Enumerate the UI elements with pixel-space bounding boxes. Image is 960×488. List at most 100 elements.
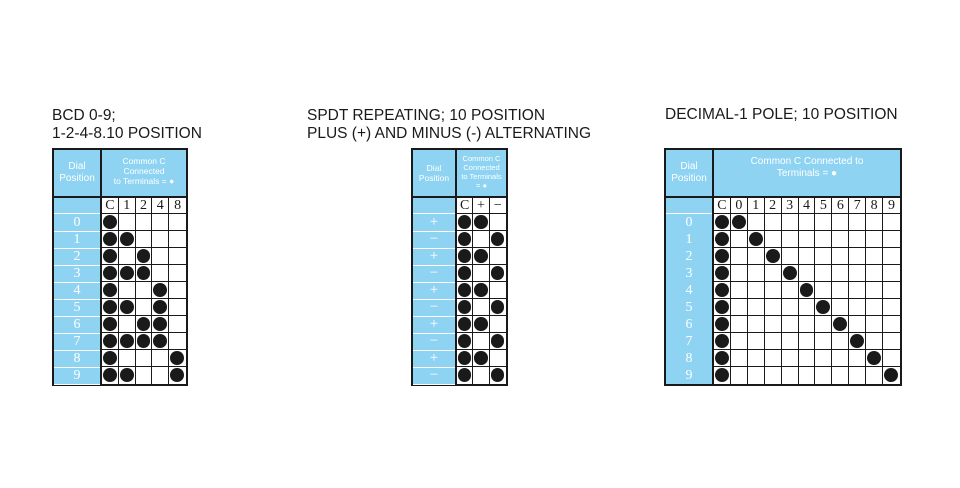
bcd-title-line-2: 1-2-4-8.10 POSITION	[52, 125, 202, 142]
decimal-grid-cell	[883, 316, 900, 333]
bcd-grid-cell	[118, 265, 136, 282]
spdt-grid-cell	[473, 350, 490, 367]
decimal-grid-cell	[781, 265, 799, 282]
bcd-connection-dot	[153, 283, 168, 297]
decimal-connection-dot	[765, 249, 780, 263]
decimal-grid-cell	[714, 333, 731, 350]
spdt-grid-cell	[457, 231, 474, 248]
header-text: Position	[418, 173, 450, 183]
decimal-dial-cell-5: 5	[685, 300, 693, 315]
spdt-title: SPDT REPEATING; 10 POSITION PLUS (+) AND…	[307, 107, 591, 143]
decimal-terminal-header-1: 0	[730, 198, 748, 214]
decimal-grid-cell	[866, 316, 884, 333]
bcd-dial-cell-3: 3	[54, 265, 100, 283]
decimal-terminal-header-7: 6	[832, 198, 850, 214]
decimal-grid-cell	[781, 299, 799, 316]
spdt-terminal-header-1: +	[473, 198, 490, 214]
spdt-grid-cell	[473, 231, 490, 248]
bcd-connection-dot	[119, 266, 134, 280]
spdt-connection-dot	[490, 232, 504, 246]
bcd-title: BCD 0-9; 1-2-4-8.10 POSITION	[52, 107, 202, 143]
bcd-connection-dot	[153, 334, 168, 348]
decimal-dial-cell-7: 7	[685, 334, 693, 349]
spdt-connection-dot	[474, 317, 488, 331]
decimal-grid-cell	[798, 333, 816, 350]
spdt-connection-dot	[458, 368, 472, 382]
bcd-grid-cell	[169, 231, 186, 248]
decimal-grid-cell	[714, 367, 731, 384]
decimal-connection-dot	[884, 368, 898, 382]
bcd-connection-dot	[103, 300, 117, 314]
bcd-grid-cell	[118, 248, 136, 265]
bcd-grid-cell	[102, 316, 119, 333]
bcd-grid-cell	[119, 367, 136, 384]
bcd-grid-cell	[102, 248, 119, 265]
decimal-connection-dot	[715, 283, 729, 297]
decimal-grid-cell	[747, 333, 765, 350]
spdt-connection-dot	[490, 368, 504, 382]
spdt-grid-cell	[489, 265, 506, 282]
decimal-terminal-header-0: C	[714, 198, 731, 214]
decimal-grid-cell	[866, 231, 884, 248]
decimal-grid-cell	[781, 350, 799, 367]
bcd-grid-cell	[169, 248, 186, 265]
bcd-dial-cell-0: 0	[54, 214, 100, 232]
decimal-grid-cell	[747, 282, 765, 299]
header-text: Common C	[462, 154, 501, 163]
decimal-terminal-header-6: 5	[815, 198, 833, 214]
decimal-dial-cell-1: 1	[685, 232, 693, 247]
bcd-grid-cell	[102, 367, 119, 384]
spdt-dial-cell-4: +	[413, 282, 455, 300]
bcd-grid-cell	[152, 248, 170, 265]
bcd-dial-cell-1: 1	[54, 231, 100, 249]
dial-divider	[666, 213, 712, 214]
bcd-connection-dot	[103, 266, 117, 280]
spdt-connection-dot	[458, 300, 472, 314]
decimal-grid-cell	[883, 350, 900, 367]
spdt-connection-dot	[490, 266, 504, 280]
decimal-title: DECIMAL-1 POLE; 10 POSITION	[665, 106, 898, 124]
decimal-grid-cell	[748, 367, 765, 384]
bcd-dial-cell-4: 4	[54, 282, 100, 300]
spdt-grid-cell	[489, 282, 506, 299]
spdt-connection-dot	[474, 283, 488, 297]
bcd-dial-cell-5: 5	[54, 299, 100, 317]
bcd-grid-cell	[169, 367, 186, 384]
spdt-grid-cell	[489, 248, 506, 265]
header-text: Dial	[426, 162, 442, 173]
decimal-dial-cell-9: 9	[685, 368, 693, 383]
spdt-grid-cell	[473, 282, 490, 299]
dial-divider	[54, 213, 100, 214]
bcd-connection-dot	[103, 232, 117, 246]
decimal-grid-cell	[781, 248, 799, 265]
header-text: Dial	[68, 161, 86, 172]
bcd-dial-cell-8: 8	[54, 350, 100, 368]
bcd-grid-cell	[102, 231, 119, 248]
decimal-grid-cell	[866, 299, 884, 316]
decimal-grid-cell	[832, 367, 850, 384]
decimal-grid-cell	[815, 299, 833, 316]
bcd-dial-cell-7: 7	[54, 333, 100, 351]
decimal-grid-cell	[883, 367, 900, 384]
decimal-connection-dot	[799, 283, 814, 297]
bcd-grid-cell	[102, 350, 119, 367]
decimal-grid-cell	[747, 248, 765, 265]
decimal-dial-cell-2: 2	[685, 249, 693, 264]
spdt-connection-dot	[474, 249, 488, 263]
decimal-grid-cell	[849, 367, 867, 384]
decimal-grid-cell	[730, 248, 748, 265]
decimal-grid-cell	[747, 299, 765, 316]
decimal-connection-dot	[731, 215, 746, 229]
spdt-grid-cell	[457, 282, 474, 299]
decimal-grid-cell	[883, 265, 900, 282]
bcd-connection-dot	[103, 351, 117, 365]
spdt-dial-cell-5: −	[413, 299, 455, 317]
decimal-terminal-header-4: 3	[781, 198, 799, 214]
spdt-grid-cell	[473, 248, 490, 265]
bcd-grid-cell	[135, 333, 153, 350]
